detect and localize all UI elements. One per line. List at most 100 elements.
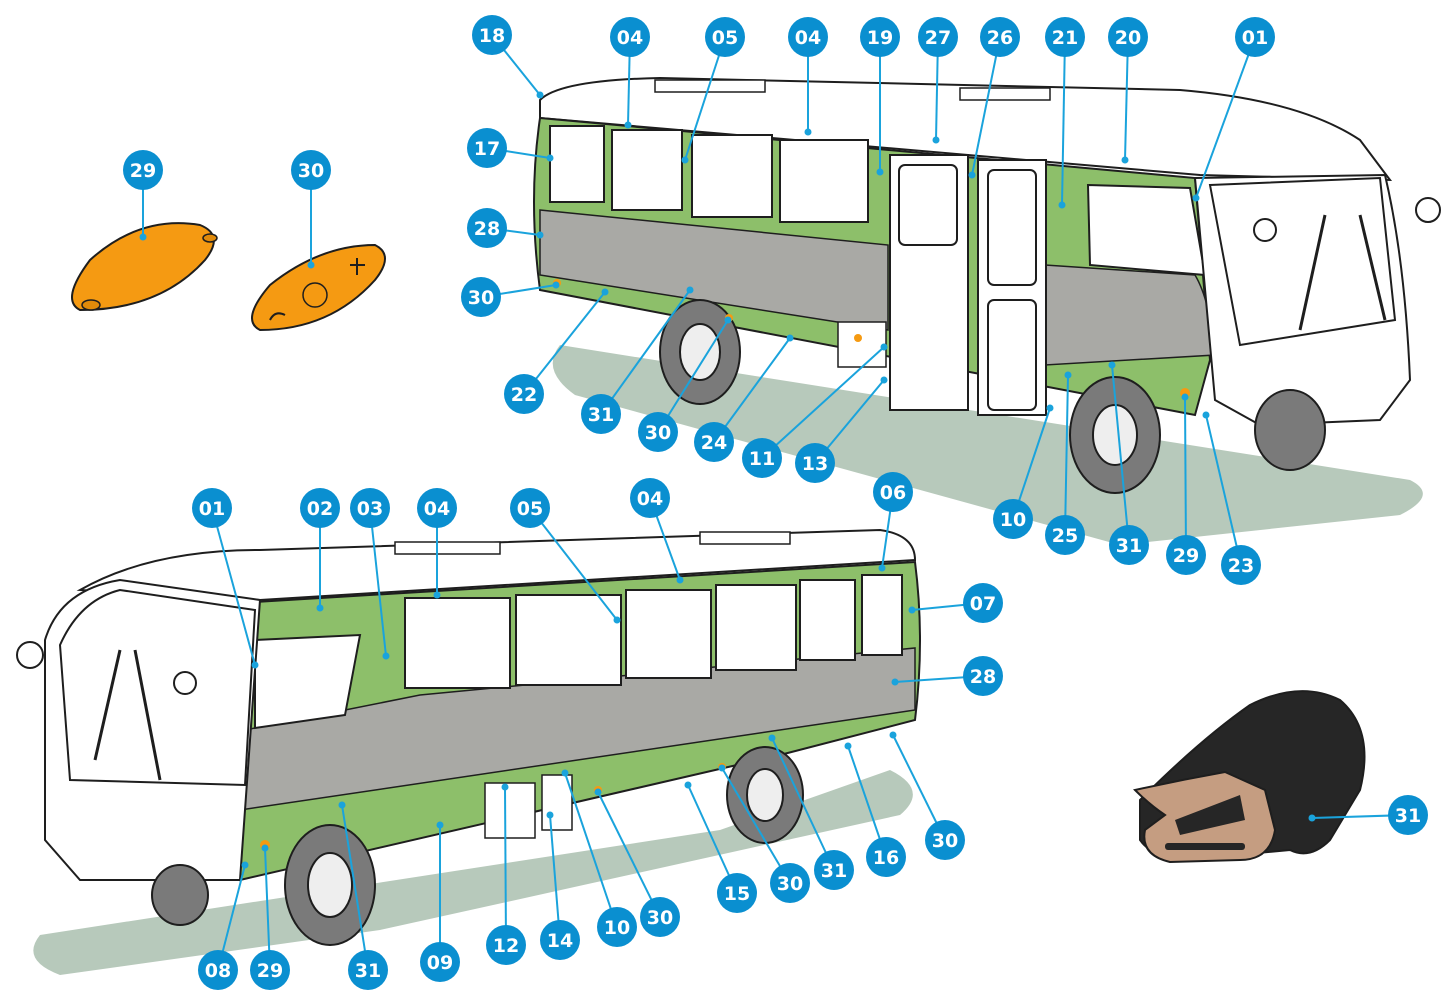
leader-dot <box>547 812 554 819</box>
mirror-icon <box>174 672 196 694</box>
leader-dot <box>602 289 609 296</box>
callout-number: 31 <box>1116 535 1142 557</box>
leader-dot <box>317 605 324 612</box>
mirror-icon <box>1254 219 1276 241</box>
leader-dot <box>537 232 544 239</box>
leader-dot <box>553 282 560 289</box>
leader-line <box>1185 397 1186 555</box>
leader-dot <box>339 802 346 809</box>
callout-number: 04 <box>637 488 663 510</box>
callout-number: 21 <box>1052 27 1078 49</box>
leader-dot <box>434 592 441 599</box>
leader-dot <box>879 565 886 572</box>
callout-rear-bus-28: 28 <box>467 208 544 248</box>
mirror-icon <box>17 642 43 668</box>
leader-dot <box>242 862 249 869</box>
callout-number: 24 <box>701 432 727 454</box>
rubber-seal-31-icon <box>1135 691 1365 862</box>
leader-dot <box>1109 362 1116 369</box>
callout-number: 09 <box>427 952 453 974</box>
front-bus-illustration <box>17 530 920 975</box>
callout-number: 29 <box>130 160 156 182</box>
callout-number: 31 <box>1395 805 1421 827</box>
callout-number: 11 <box>749 448 775 470</box>
callout-number: 31 <box>588 404 614 426</box>
leader-dot <box>383 653 390 660</box>
leader-dot <box>252 662 259 669</box>
callout-number: 28 <box>474 218 500 240</box>
callout-number: 06 <box>880 482 906 504</box>
leader-dot <box>890 732 897 739</box>
leader-dot <box>1309 815 1316 822</box>
callout-number: 01 <box>1242 27 1268 49</box>
callout-number: 01 <box>199 498 225 520</box>
rear-bus-illustration <box>534 78 1440 545</box>
leader-dot <box>787 335 794 342</box>
roof-hatch <box>700 532 790 544</box>
leader-line <box>505 787 506 945</box>
callout-number: 07 <box>970 593 996 615</box>
leader-dot <box>595 789 602 796</box>
callout-number: 16 <box>873 847 899 869</box>
callout-loose-parts-30: 30 <box>291 150 331 269</box>
callout-number: 05 <box>517 498 543 520</box>
leader-dot <box>677 577 684 584</box>
callout-number: 20 <box>1115 27 1141 49</box>
leader-dot <box>614 617 621 624</box>
leader-dot <box>845 743 852 750</box>
callout-number: 10 <box>1000 509 1026 531</box>
callout-number: 30 <box>777 873 803 895</box>
leader-dot <box>933 137 940 144</box>
callout-number: 28 <box>970 666 996 688</box>
callout-number: 30 <box>645 422 671 444</box>
leader-dot <box>1122 157 1129 164</box>
leader-dot <box>805 129 812 136</box>
leader-dot <box>1047 405 1054 412</box>
callout-number: 29 <box>1173 545 1199 567</box>
leader-dot <box>719 765 726 772</box>
callout-number: 17 <box>474 138 500 160</box>
callout-number: 04 <box>617 27 643 49</box>
leader-dot <box>769 735 776 742</box>
leader-dot <box>537 92 544 99</box>
leader-dot <box>502 784 509 791</box>
callout-number: 10 <box>604 917 630 939</box>
leader-dot <box>562 770 569 777</box>
callout-number: 03 <box>357 498 383 520</box>
callout-number: 19 <box>867 27 893 49</box>
leader-dot <box>625 122 632 129</box>
callout-number: 30 <box>647 907 673 929</box>
leader-dot <box>140 234 147 241</box>
roof-hatch <box>960 88 1050 100</box>
callout-number: 13 <box>802 453 828 475</box>
callout-number: 02 <box>307 498 333 520</box>
leader-dot <box>687 287 694 294</box>
callout-number: 08 <box>205 960 231 982</box>
leader-dot <box>1182 394 1189 401</box>
callout-number: 25 <box>1052 525 1078 547</box>
callout-number: 23 <box>1228 555 1254 577</box>
callout-number: 26 <box>987 27 1013 49</box>
marker-lamp-30-icon <box>252 245 385 330</box>
leader-dot <box>547 155 554 162</box>
callout-number: 15 <box>724 883 750 905</box>
leader-dot <box>1203 412 1210 419</box>
callout-number: 30 <box>468 287 494 309</box>
callout-number: 04 <box>795 27 821 49</box>
leader-dot <box>308 262 315 269</box>
callout-front-bus-07: 07 <box>909 583 1004 623</box>
callout-number: 30 <box>298 160 324 182</box>
leader-dot <box>682 157 689 164</box>
leader-dot <box>892 679 899 686</box>
callout-number: 30 <box>932 830 958 852</box>
leader-dot <box>262 845 269 852</box>
leader-dot <box>1193 195 1200 202</box>
callout-number: 18 <box>479 25 505 47</box>
callout-number: 27 <box>925 27 951 49</box>
roof-hatch <box>395 542 500 554</box>
callout-number: 05 <box>712 27 738 49</box>
windshield <box>60 590 255 785</box>
leader-dot <box>1065 372 1072 379</box>
callout-number: 04 <box>424 498 450 520</box>
leader-dot <box>969 172 976 179</box>
